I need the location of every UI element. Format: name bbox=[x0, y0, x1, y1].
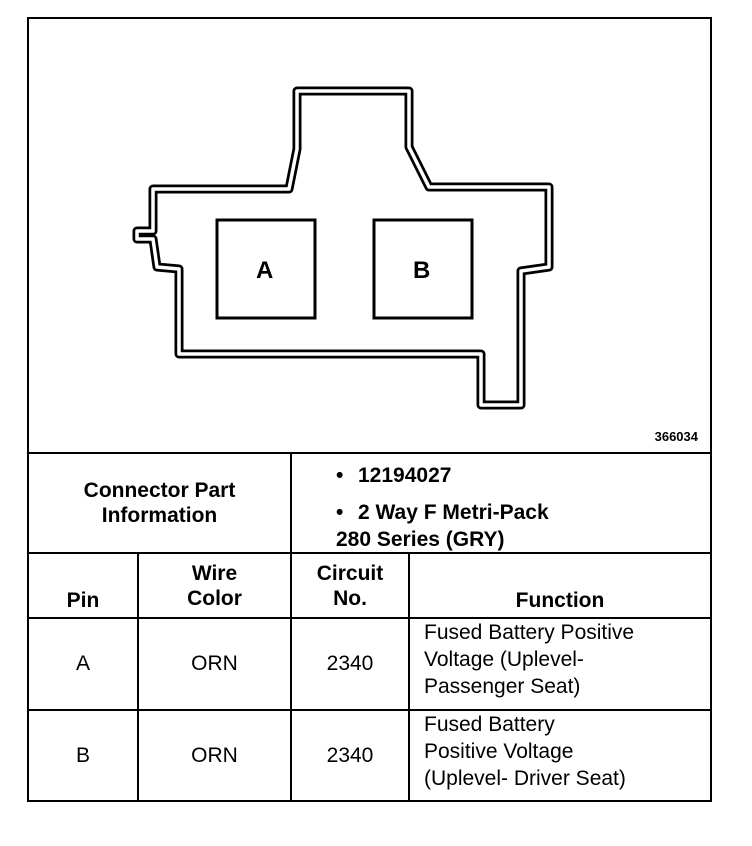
header-circuit-text2: No. bbox=[333, 586, 367, 610]
divider-wire-col bbox=[290, 552, 292, 800]
part-info-label-line1: Connector Part bbox=[83, 479, 236, 502]
header-wire-text1: Wire bbox=[191, 561, 238, 585]
row-b-function-line3: (Uplevel- Driver Seat) bbox=[424, 767, 626, 790]
divider-drawing-table bbox=[29, 452, 710, 454]
header-wire-text2: Color bbox=[187, 586, 242, 610]
header-circuit: Circuit No. bbox=[292, 554, 408, 617]
bullet-icon: • bbox=[336, 501, 344, 524]
row-b-wire-color: ORN bbox=[191, 743, 238, 767]
divider-circuit-col bbox=[408, 552, 410, 800]
pin-cavity-a bbox=[215, 218, 317, 320]
connector-housing-outline bbox=[132, 86, 554, 410]
part-info-label: Connector Part Information bbox=[29, 454, 290, 552]
connector-type-line1: 2 Way F Metri-Pack bbox=[358, 501, 549, 524]
pin-label-a: A bbox=[256, 257, 274, 284]
connector-frame: A B 366034 Connector Part Information • … bbox=[27, 17, 712, 802]
connector-drawing: A B 366034 bbox=[29, 19, 710, 452]
bullet-icon: • bbox=[336, 464, 344, 487]
row-b-function-line1: Fused Battery bbox=[424, 713, 555, 736]
row-b-function-line2: Positive Voltage bbox=[424, 740, 574, 763]
row-a-function: Fused Battery Positive Voltage (Uplevel-… bbox=[410, 619, 710, 709]
connector-outline-svg bbox=[132, 86, 554, 410]
divider-part-header bbox=[29, 552, 710, 554]
figure-id: 366034 bbox=[654, 429, 698, 444]
divider-header-row1 bbox=[29, 617, 710, 619]
divider-part-info bbox=[290, 452, 292, 552]
row-a-function-line1: Fused Battery Positive bbox=[424, 621, 635, 644]
connector-type-line2: 280 Series (GRY) bbox=[336, 528, 505, 551]
part-number: 12194027 bbox=[358, 464, 452, 487]
row-b-circuit: 2340 bbox=[326, 743, 374, 767]
row-a-wire-color: ORN bbox=[191, 652, 238, 675]
part-info-values: • 12194027 • 2 Way F Metri-Pack 280 Seri… bbox=[292, 454, 710, 552]
divider-row1-row2 bbox=[29, 709, 710, 711]
row-a-function-line2: Voltage (Uplevel- bbox=[424, 648, 584, 671]
connector-type-item: • 2 Way F Metri-Pack 280 Series (GRY) bbox=[336, 499, 549, 553]
row-a-pin: A bbox=[75, 652, 90, 675]
header-function-text: Function bbox=[515, 589, 605, 612]
row-a-function-line3: Passenger Seat) bbox=[424, 675, 581, 698]
header-pin: Pin bbox=[29, 554, 137, 617]
divider-pin-col bbox=[137, 552, 139, 800]
pin-cavity-b bbox=[372, 218, 474, 320]
pin-label-b: B bbox=[413, 257, 431, 284]
header-wire-color: Wire Color bbox=[139, 554, 290, 617]
row-b-pin: B bbox=[75, 743, 90, 767]
header-circuit-text1: Circuit bbox=[316, 561, 384, 585]
row-a-circuit: 2340 bbox=[326, 652, 374, 675]
part-info-label-line2: Information bbox=[101, 504, 218, 527]
header-function: Function bbox=[410, 554, 710, 617]
part-number-item: • 12194027 bbox=[336, 462, 451, 489]
header-pin-text: Pin bbox=[66, 589, 100, 612]
row-b-function: Fused Battery Positive Voltage (Uplevel-… bbox=[410, 711, 710, 800]
